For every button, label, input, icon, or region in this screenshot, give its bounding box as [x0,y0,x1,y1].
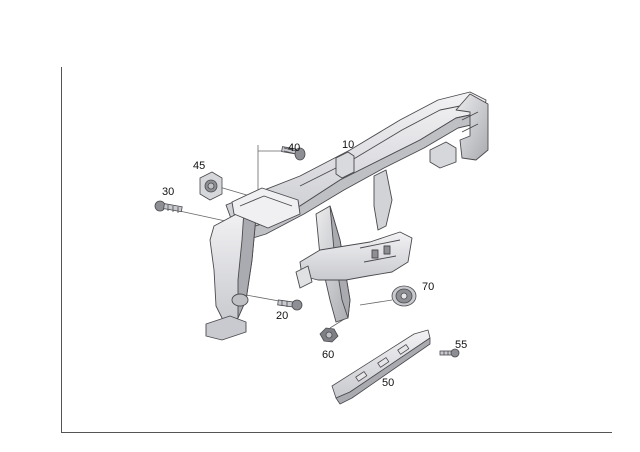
callout-50: 50 [382,377,395,389]
left-foot [205,315,247,341]
cross-car-beam-part-10 [205,91,489,341]
callout-40: 40 [288,142,301,154]
long-bracket-part-50 [331,329,431,405]
upper-left-mount-plate [231,187,301,229]
nut-part-60 [319,327,339,343]
leader-70 [359,299,393,306]
sensor-clip-part-45 [199,171,223,201]
bearing-part-70 [391,285,417,307]
callout-60: 60 [322,349,335,361]
callout-70: 70 [422,281,435,293]
callout-20: 20 [276,310,289,322]
beam-top-ridge [299,103,471,187]
bolt-part-40 [281,146,306,161]
bolt-part-20 [277,299,303,311]
bolt-part-55 [439,348,460,358]
left-round-mount [231,293,249,307]
leader-30 [174,209,231,223]
callout-45: 45 [193,160,206,172]
bolt-part-30 [154,200,183,213]
callout-30: 30 [162,186,175,198]
leader-40 [257,145,282,190]
callout-55: 55 [455,339,468,351]
left-end-shadow [237,209,257,319]
lower-brace [295,265,313,289]
center-top-bracket [335,151,355,179]
lower-transverse-bracket [299,231,413,281]
frame-left-border [61,67,62,433]
right-end-tab [429,141,457,169]
right-leg-support [373,169,393,231]
callout-10: 10 [342,139,355,151]
frame-bottom-border [61,432,612,433]
